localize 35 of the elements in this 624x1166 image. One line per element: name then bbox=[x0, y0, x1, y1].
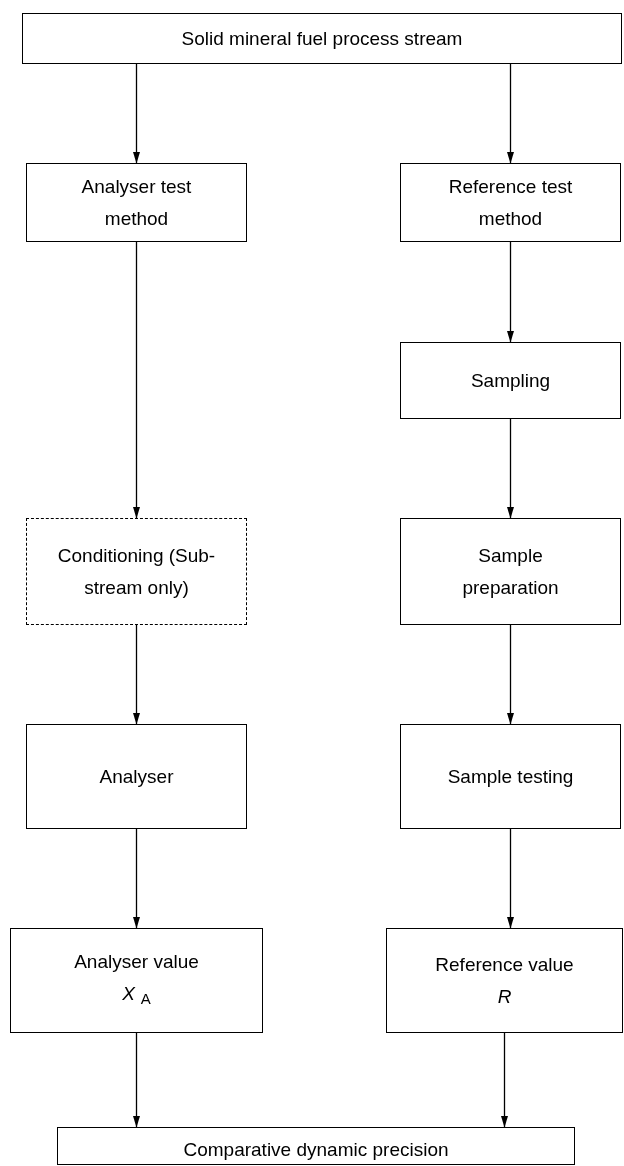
box-label: Comparative dynamic precision bbox=[183, 1138, 449, 1162]
process-box bbox=[26, 724, 247, 829]
arrow bbox=[132, 624, 141, 725]
process-box bbox=[386, 928, 623, 1033]
process-box bbox=[400, 163, 621, 242]
arrow bbox=[132, 241, 141, 519]
box-label: Sample testing bbox=[447, 764, 574, 789]
optional-process-box bbox=[26, 518, 247, 625]
box-label: Reference value bbox=[435, 952, 574, 977]
arrow bbox=[506, 624, 515, 725]
box-label: Analyser value bbox=[74, 950, 199, 974]
process-box bbox=[400, 342, 621, 419]
box-label: Solid mineral fuel process stream bbox=[181, 26, 463, 51]
process-box bbox=[10, 928, 263, 1033]
box-label: Reference test method bbox=[447, 174, 574, 231]
arrow bbox=[506, 828, 515, 929]
arrow bbox=[132, 63, 141, 164]
arrow bbox=[506, 63, 515, 164]
symbol-label: X$_{A}$ bbox=[122, 982, 151, 1009]
process-box bbox=[26, 163, 247, 242]
process-box bbox=[400, 518, 621, 625]
box-label: Sampling bbox=[470, 368, 551, 393]
arrow bbox=[506, 418, 515, 519]
box-label: Analyser test method bbox=[80, 174, 193, 231]
box-label: Conditioning (Sub-stream only) bbox=[56, 543, 217, 600]
process-box bbox=[22, 13, 622, 64]
box-label: Sample preparation bbox=[461, 543, 560, 600]
arrow bbox=[132, 828, 141, 929]
symbol-label: R bbox=[497, 984, 512, 1009]
arrow bbox=[132, 1032, 141, 1128]
process-box bbox=[57, 1127, 575, 1165]
box-label: Analyser bbox=[99, 764, 174, 789]
arrow bbox=[500, 1032, 509, 1128]
process-box bbox=[400, 724, 621, 829]
arrow bbox=[506, 241, 515, 343]
